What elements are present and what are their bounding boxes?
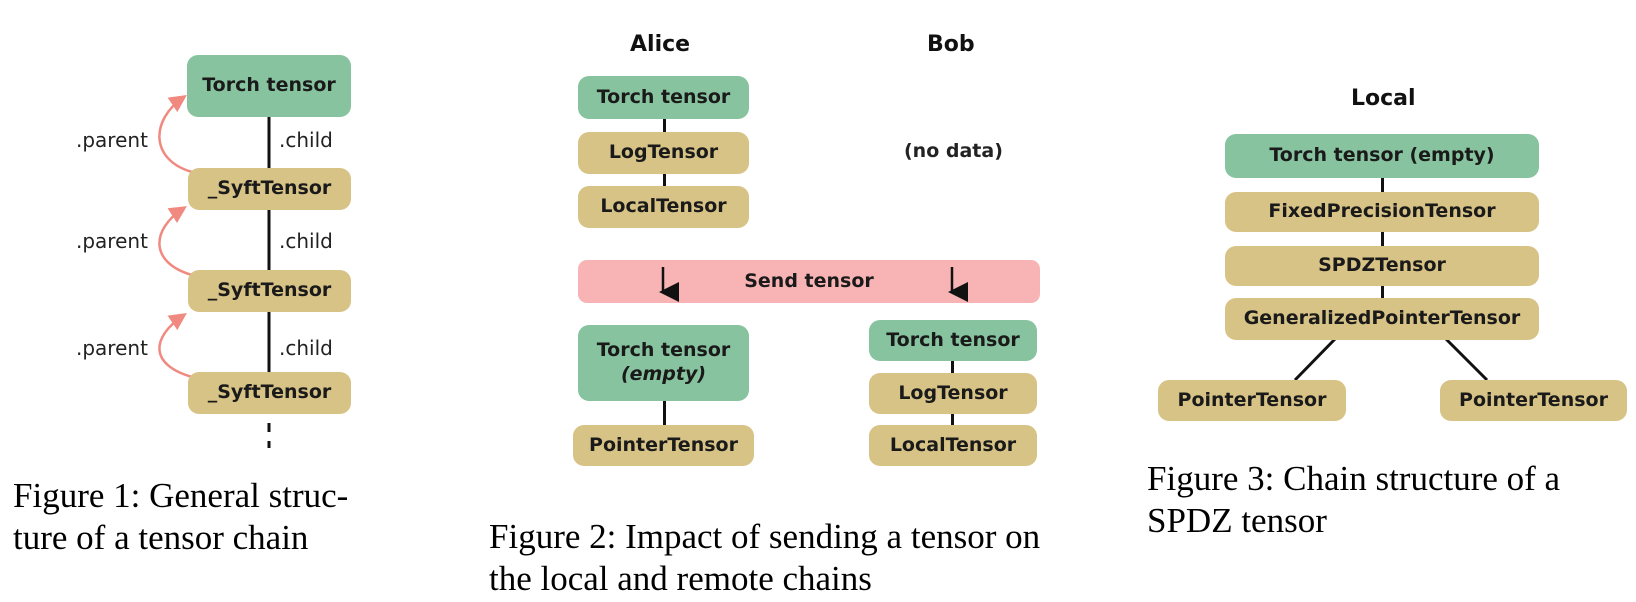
fig1-parent-arrow-2 — [158, 206, 193, 277]
fig2-caption-line-1: Figure 2: Impact of sending a tensor on — [489, 517, 1041, 556]
fig2-alice-after-line — [663, 396, 666, 428]
fig2-caption: Figure 2: Impact of sending a tensor on … — [489, 516, 1149, 600]
fig2-bob-torch-tensor: Torch tensor — [869, 320, 1037, 361]
fig3-branch-right — [1443, 336, 1489, 382]
fig1-syft-tensor-2: _SyftTensor — [188, 270, 351, 312]
fig3-pointer-tensor-left: PointerTensor — [1158, 380, 1346, 421]
fig2-no-data: (no data) — [904, 140, 1003, 162]
fig1-child-label-2: .child — [279, 229, 333, 253]
fig3-branch-left — [1293, 336, 1338, 382]
fig1-caption-line-2: ture of a tensor chain — [13, 518, 309, 557]
fig2-bob-local-tensor: LocalTensor — [869, 425, 1037, 466]
fig1-parent-label-1: .parent — [76, 128, 148, 152]
fig1-child-label-3: .child — [279, 336, 333, 360]
fig3-caption-line-2: SPDZ tensor — [1147, 501, 1327, 540]
fig1-syft-tensor-3: _SyftTensor — [188, 372, 351, 414]
fig1-parent-arrow-3 — [158, 313, 193, 379]
fig2-alice-torch-tensor: Torch tensor — [578, 76, 749, 119]
fig3-spdz-tensor: SPDZTensor — [1225, 246, 1539, 286]
fig3-fixed-precision-tensor: FixedPrecisionTensor — [1225, 192, 1539, 232]
fig3-caption-line-1: Figure 3: Chain structure of a — [1147, 459, 1561, 498]
fig3-pointer-tensor-right: PointerTensor — [1440, 380, 1627, 421]
fig2-alice-heading: Alice — [630, 32, 691, 57]
fig3-caption: Figure 3: Chain structure of a SPDZ tens… — [1147, 458, 1632, 542]
fig1-parent-label-3: .parent — [76, 336, 148, 360]
fig2-alice-after-torch-label: Torch tensor — [596, 339, 731, 362]
fig3-torch-tensor-empty: Torch tensor (empty) — [1225, 134, 1539, 178]
fig1-child-label-1: .child — [279, 128, 333, 152]
fig3-generalized-pointer-tensor: GeneralizedPointerTensor — [1225, 298, 1539, 340]
fig1-caption-line-1: Figure 1: General struc- — [13, 476, 349, 515]
fig1-parent-label-2: .parent — [76, 229, 148, 253]
fig3-local-heading: Local — [1351, 86, 1416, 111]
fig2-send-tensor-bar: Send tensor — [578, 260, 1040, 303]
fig2-send-tensor-label: Send tensor — [744, 269, 874, 292]
fig1-caption: Figure 1: General struc- ture of a tenso… — [13, 475, 443, 559]
fig2-bob-heading: Bob — [927, 32, 975, 57]
fig1-syft-tensor-1: _SyftTensor — [188, 168, 351, 210]
fig2-alice-after-empty-label: (empty) — [620, 363, 707, 385]
fig2-bob-log-tensor: LogTensor — [869, 373, 1037, 414]
fig1-torch-tensor: Torch tensor — [187, 55, 351, 117]
fig2-alice-after-torch-tensor: Torch tensor (empty) — [578, 325, 749, 401]
fig2-alice-log-tensor: LogTensor — [578, 132, 749, 174]
fig2-alice-pointer-tensor: PointerTensor — [573, 425, 754, 466]
fig2-alice-local-tensor: LocalTensor — [578, 186, 749, 228]
fig2-caption-line-2: the local and remote chains — [489, 559, 872, 598]
fig3-chain-line — [1381, 172, 1384, 312]
